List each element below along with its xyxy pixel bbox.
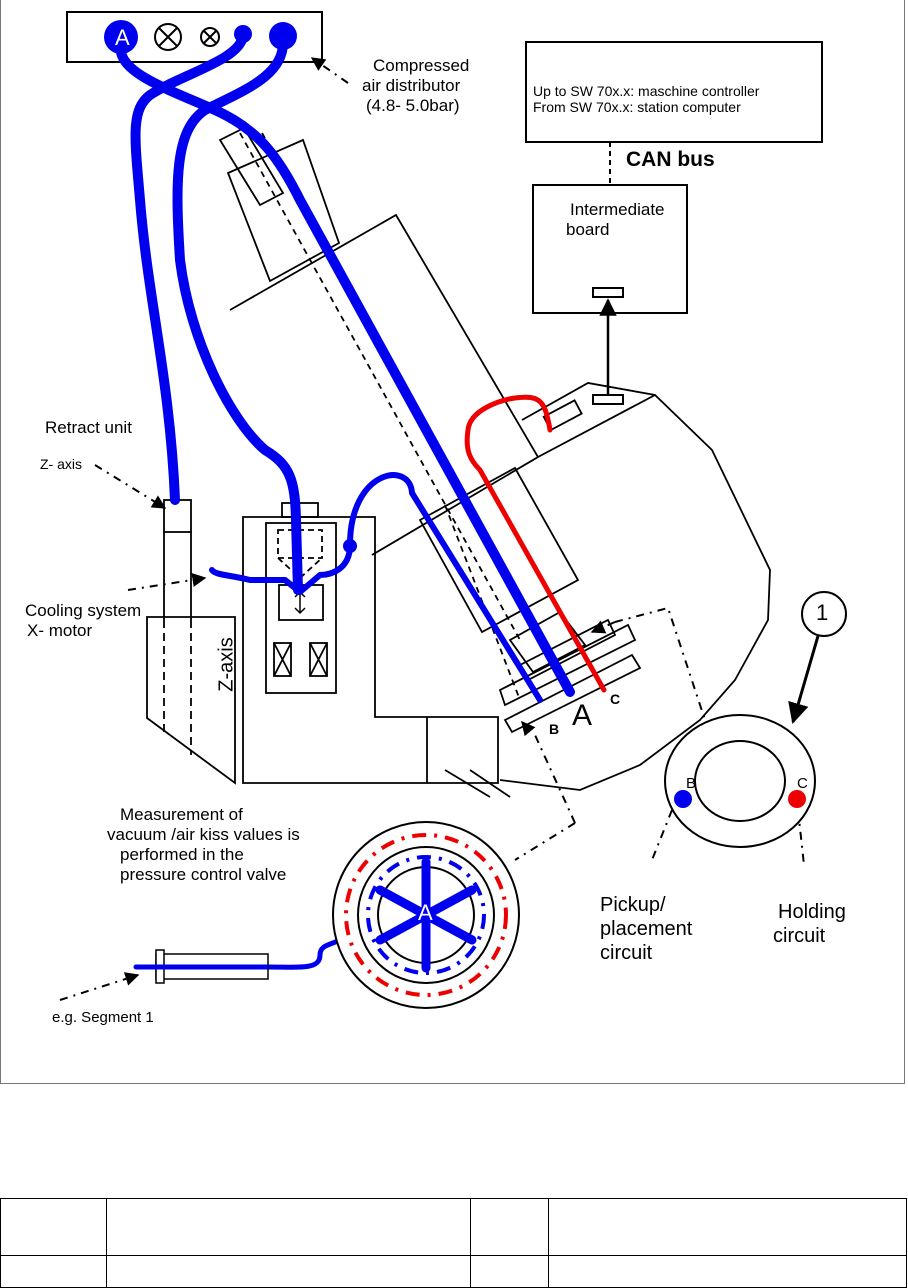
distributor-label-line3: (4.8- 5.0bar) <box>366 96 460 115</box>
pickup-circuit-line1: Pickup/ <box>600 894 666 916</box>
callout-circle <box>801 591 847 637</box>
leader-lines <box>59 464 805 1001</box>
distributor-label-line2: air distributor <box>362 76 461 95</box>
pickup-circuit-line3: circuit <box>600 942 653 964</box>
controller-box <box>525 41 823 143</box>
z-axis-vertical-label: Z-axis <box>215 637 238 692</box>
table-cell <box>0 1198 107 1256</box>
ring-b-label: B <box>686 775 697 792</box>
ring-c-label: C <box>797 775 808 792</box>
bottom-table <box>0 1198 907 1288</box>
measurement-note-line4: pressure control valve <box>120 865 287 884</box>
table-cell <box>548 1255 907 1288</box>
holding-circuit-line2: circuit <box>773 925 826 947</box>
controller-line2: From SW 70x.x: station computer <box>533 99 741 115</box>
callout-number: 1 <box>816 600 829 625</box>
port-a-label: A <box>572 699 593 732</box>
table-row <box>0 1255 907 1288</box>
pressure-control-valve <box>332 821 520 1009</box>
controller-line1: Up to SW 70x.x: maschine controller <box>533 83 760 99</box>
intermediate-board-line2: board <box>566 220 610 239</box>
pickup-port-dot <box>674 790 692 808</box>
pneumatic-diagram <box>59 11 847 1009</box>
holding-port-dot <box>788 790 806 808</box>
table-row <box>0 1198 907 1256</box>
table-cell <box>470 1198 549 1256</box>
measurement-note-line2: vacuum /air kiss values is <box>107 825 300 844</box>
measurement-note-line1: Measurement of <box>120 805 243 824</box>
holding-circuit-line1: Holding <box>778 901 846 923</box>
valve-center-label: A <box>418 900 433 925</box>
cooling-system-label: Cooling system <box>25 601 142 620</box>
segment-label: e.g. Segment 1 <box>52 1009 154 1026</box>
table-cell <box>548 1198 907 1256</box>
measurement-note-line3: performed in the <box>120 845 244 864</box>
x-motor-frame <box>242 502 511 798</box>
table-cell <box>106 1255 471 1288</box>
port-a-circle <box>104 20 138 54</box>
retract-unit-label: Retract unit <box>45 418 132 437</box>
can-bus-label: CAN bus <box>626 148 715 171</box>
port-c-label: C <box>610 691 621 707</box>
pickup-circuit-line2: placement <box>600 918 693 940</box>
distributor-port-a-label: A <box>115 25 130 50</box>
holding-line <box>464 394 607 693</box>
distributor-label-line1: Compressed <box>373 56 470 75</box>
table-cell <box>106 1198 471 1256</box>
vacuum-lines <box>116 31 575 970</box>
z-axis-unit <box>146 499 236 785</box>
retract-z-axis-label: Z- axis <box>40 456 82 472</box>
x-motor-label: X- motor <box>27 621 93 640</box>
detail-ring <box>664 714 816 848</box>
table-cell <box>470 1255 549 1288</box>
port-b-label: B <box>549 721 560 737</box>
intermediate-board-line1: Intermediate <box>570 200 665 219</box>
distributor-leader <box>310 57 349 84</box>
table-cell <box>0 1255 107 1288</box>
